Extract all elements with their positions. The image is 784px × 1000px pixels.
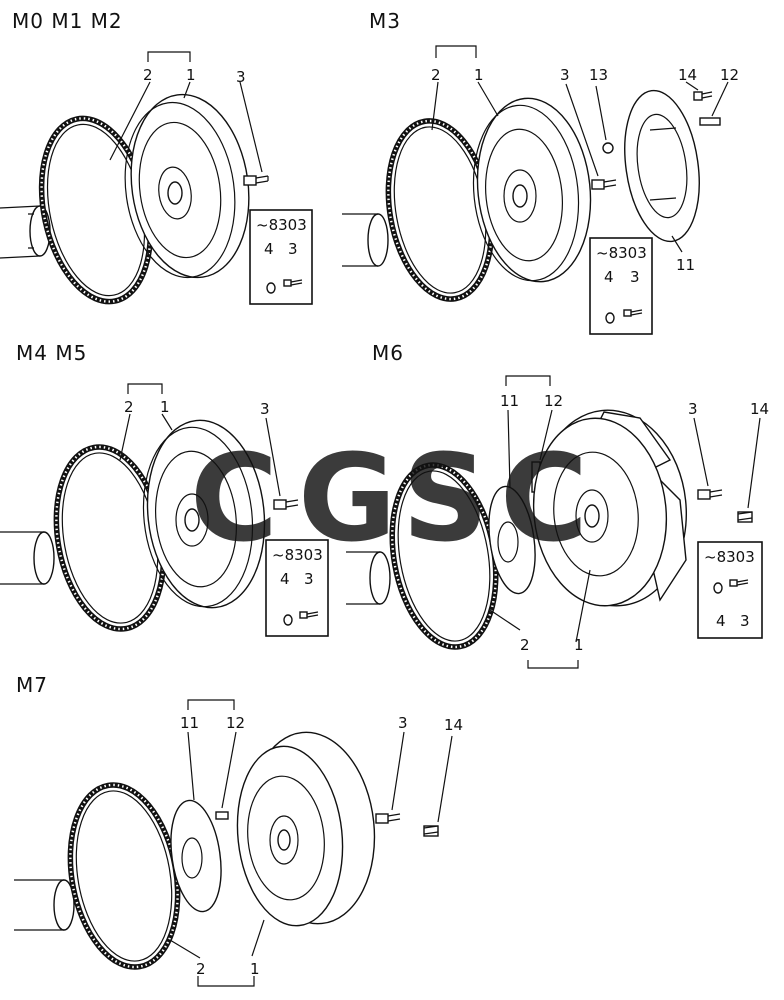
- label-bolt: 3: [236, 68, 246, 86]
- bracket-bottom: [197, 976, 255, 987]
- section-title-m0-m1-m2: M0 M1 M2: [12, 9, 123, 33]
- section-title-m7: M7: [16, 673, 48, 697]
- label-bolt: 3: [560, 66, 570, 84]
- label-ring-gear: 2: [431, 66, 441, 84]
- label-bolt: 3: [260, 400, 270, 418]
- inset-label-bolt: 3: [304, 570, 314, 588]
- bracket: [435, 45, 477, 58]
- label-hub: 11: [500, 392, 519, 410]
- inset-label-bolt: 3: [740, 612, 750, 630]
- inset-title: ~8303: [596, 244, 647, 262]
- label-pin: 12: [720, 66, 739, 84]
- bolt: [697, 489, 723, 500]
- hub: [624, 89, 700, 243]
- label-small-bolt: 14: [750, 400, 769, 418]
- section-m7: M7: [14, 673, 463, 987]
- small-bolt: [737, 511, 753, 523]
- label-hub: 11: [676, 256, 695, 274]
- inset-label-washer: 4: [716, 612, 726, 630]
- section-title-m6: M6: [372, 341, 404, 365]
- section-title-m3: M3: [369, 9, 401, 33]
- inset-box: ~8303 4 3: [265, 539, 329, 637]
- inset-label-washer: 4: [604, 268, 614, 286]
- inset-title: ~8303: [704, 548, 755, 566]
- label-ring-gear: 2: [520, 636, 530, 654]
- inset-box: ~8303 4 3: [249, 209, 313, 305]
- bracket-bottom: [527, 660, 579, 669]
- inset-label-washer: 4: [280, 570, 290, 588]
- inset-label-washer: 4: [264, 240, 274, 258]
- section-title-m4-m5: M4 M5: [16, 341, 87, 365]
- bolt: [375, 813, 401, 824]
- label-bolt: 3: [398, 714, 408, 732]
- watermark-letter-c2: C: [500, 430, 588, 569]
- section-m6: M6: [346, 341, 769, 669]
- watermark-letter-g: G: [298, 430, 397, 569]
- small-bolt: [423, 825, 439, 837]
- bracket: [127, 383, 163, 394]
- bolt: [273, 499, 299, 510]
- flywheel: [142, 419, 266, 609]
- label-flywheel: 1: [574, 636, 584, 654]
- label-bolt: 3: [688, 400, 698, 418]
- bracket-top: [505, 375, 551, 386]
- section-m0-m1-m2: M0 M1 M2 2 1 3: [0, 9, 313, 305]
- flywheel: [236, 731, 376, 927]
- hub: [170, 799, 222, 913]
- flywheel: [472, 97, 592, 283]
- label-flywheel: 1: [186, 66, 196, 84]
- label-flywheel: 1: [474, 66, 484, 84]
- label-small-bolt: 14: [678, 66, 697, 84]
- section-m4-m5: M4 M5 2 1 3 ~8303 4 3: [0, 341, 329, 637]
- label-nut: 13: [589, 66, 608, 84]
- crankshaft-end: [14, 879, 75, 931]
- flywheel: [532, 409, 688, 607]
- watermark-letter-c1: C: [190, 430, 278, 569]
- inset-title: ~8303: [256, 216, 307, 234]
- inset-label-bolt: 3: [288, 240, 298, 258]
- inset-box: ~8303 4 3: [589, 237, 653, 335]
- watermark-letter-s: S: [402, 430, 488, 569]
- pin: [215, 811, 229, 820]
- crankshaft-end: [346, 551, 391, 605]
- inset-label-bolt: 3: [630, 268, 640, 286]
- pin: [699, 117, 721, 126]
- hub: [488, 485, 536, 595]
- crankshaft-end: [342, 213, 389, 267]
- label-ring-gear: 2: [124, 398, 134, 416]
- label-hub: 11: [180, 714, 199, 732]
- small-bolt: [693, 91, 713, 101]
- label-small-bolt: 14: [444, 716, 463, 734]
- label-flywheel: 1: [250, 960, 260, 978]
- label-pin: 12: [226, 714, 245, 732]
- nut: [602, 142, 614, 154]
- ring-gear: [67, 782, 181, 970]
- inset-title: ~8303: [272, 546, 323, 564]
- crankshaft-end: [0, 531, 55, 585]
- bolt: [243, 175, 269, 186]
- label-pin: 12: [544, 392, 563, 410]
- bracket: [147, 51, 191, 62]
- section-m3: M3: [342, 9, 739, 335]
- label-ring-gear: 2: [196, 960, 206, 978]
- bracket-top: [187, 699, 235, 710]
- flywheel: [124, 93, 250, 279]
- watermark-logo: C G S C: [190, 430, 588, 569]
- inset-box: ~8303 4 3: [697, 541, 763, 639]
- label-flywheel: 1: [160, 398, 170, 416]
- label-ring-gear: 2: [143, 66, 153, 84]
- bolt: [591, 179, 617, 190]
